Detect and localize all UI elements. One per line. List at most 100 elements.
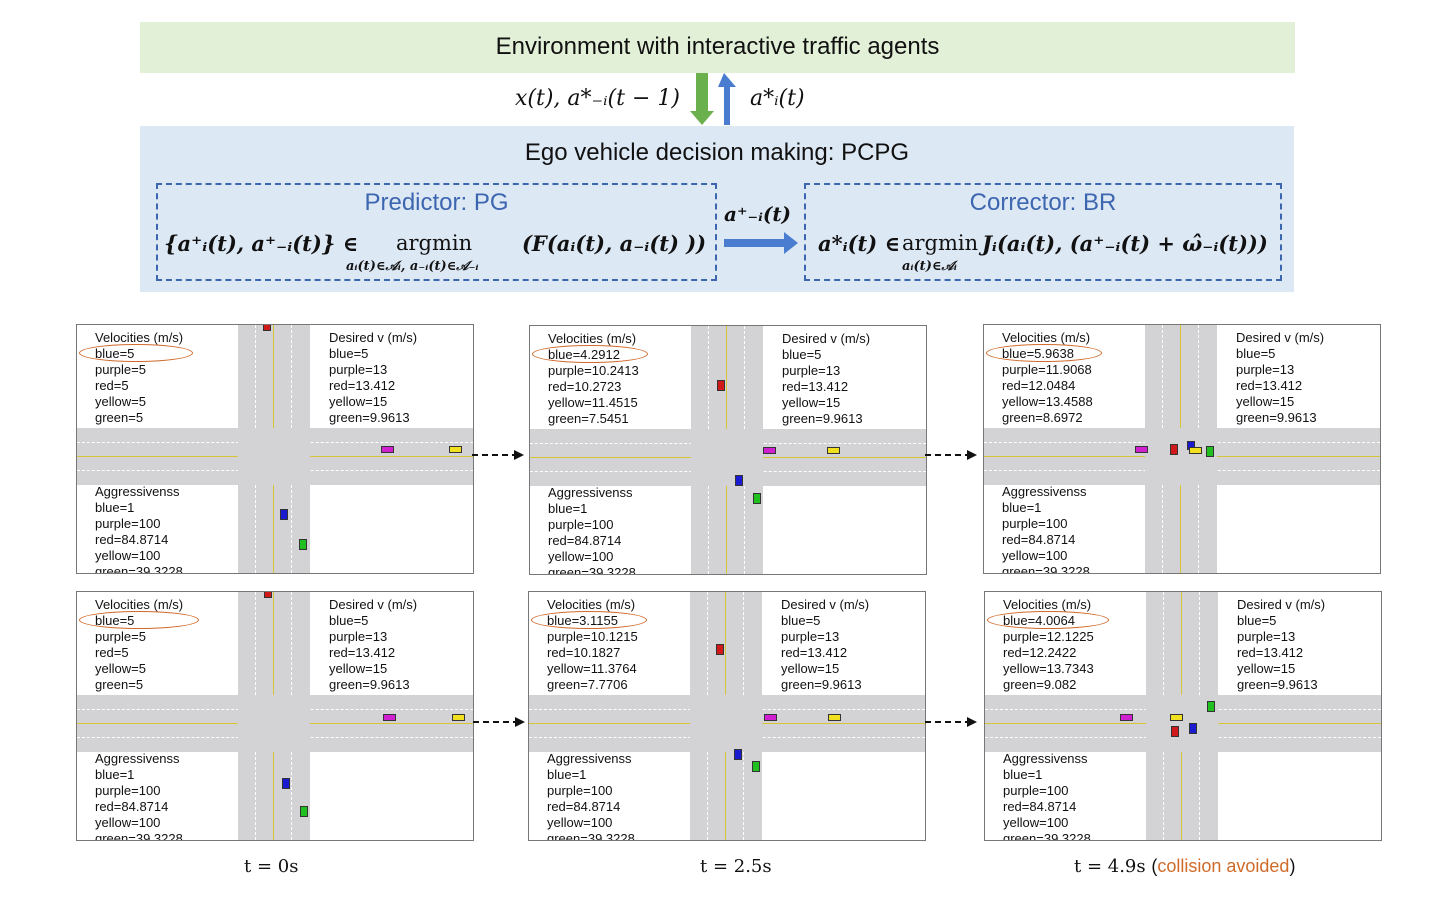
aggressiveness-line: blue=1 <box>1002 500 1042 515</box>
time-arrow-row1-a <box>472 450 524 460</box>
aggressiveness-line: purple=100 <box>95 783 161 798</box>
velocities-line: green=8.6972 <box>1002 410 1083 425</box>
time-arrow-row2-b <box>925 717 977 727</box>
blue-velocity-highlight <box>987 611 1109 629</box>
velocities-line: green=5 <box>95 410 144 425</box>
intersection <box>1145 428 1217 485</box>
velocities-line: purple=12.1225 <box>1003 629 1094 644</box>
desired-velocity-line: green=9.9613 <box>329 410 410 425</box>
predictor-eq-right: (F(aᵢ(t), a₋ᵢ(t) )) <box>522 231 707 256</box>
aggressiveness-line: green=39.3228 <box>95 831 183 841</box>
aggressiveness-line: green=39.3228 <box>548 565 636 575</box>
environment-title: Environment with interactive traffic age… <box>495 33 940 60</box>
intersection <box>1146 695 1218 752</box>
car-blue <box>735 475 743 486</box>
desired-velocity-line: green=9.9613 <box>782 411 863 426</box>
time-arrow-row2-a <box>473 717 525 727</box>
aggressiveness-line: yellow=100 <box>95 548 161 563</box>
desired-velocity-line: Desired v (m/s) <box>1237 597 1326 612</box>
desired-velocity-line: blue=5 <box>781 613 821 628</box>
aggressiveness-line: Aggressivenss <box>1003 751 1088 766</box>
aggressiveness-line: yellow=100 <box>1002 548 1068 563</box>
velocities-line: Velocities (m/s) <box>1003 597 1092 612</box>
desired-velocity-line: blue=5 <box>782 347 822 362</box>
car-red <box>264 592 272 598</box>
car-yellow <box>828 714 841 721</box>
predictor-title: Predictor: PG <box>364 189 509 216</box>
desired-velocity-line: yellow=15 <box>1237 661 1296 676</box>
aggressiveness-line: red=84.8714 <box>95 532 169 547</box>
aggressiveness-line: Aggressivenss <box>547 751 632 766</box>
velocities-line: Velocities (m/s) <box>1002 330 1091 345</box>
velocities-line: red=12.2422 <box>1003 645 1077 660</box>
desired-velocity-line: green=9.9613 <box>1236 410 1317 425</box>
desired-velocity-line: yellow=15 <box>781 661 840 676</box>
car-red <box>716 644 724 655</box>
car-green <box>300 806 308 817</box>
predicted-actions-label: a⁺₋ᵢ(t) <box>724 202 792 226</box>
corrector-box: Corrector: BR a*ᵢ(t) ∈ argmin aᵢ(t)∈𝒜ᵢ J… <box>804 183 1282 281</box>
desired-velocity-line: purple=13 <box>1236 362 1295 377</box>
blue-velocity-highlight <box>79 611 199 629</box>
predictor-subscript: aᵢ(t)∈𝒜ᵢ, a₋ᵢ(t)∈𝒜₋ᵢ <box>346 259 479 274</box>
velocities-line: purple=10.1215 <box>547 629 638 644</box>
velocities-line: purple=10.2413 <box>548 363 639 378</box>
desired-velocity-line: Desired v (m/s) <box>329 330 418 345</box>
aggressiveness-line: red=84.8714 <box>1002 532 1076 547</box>
desired-velocity-line: yellow=15 <box>329 661 388 676</box>
velocities-line: yellow=13.4588 <box>1002 394 1093 409</box>
car-yellow <box>1189 447 1202 454</box>
car-blue <box>282 778 290 789</box>
intersection <box>238 695 310 752</box>
desired-velocity-line: blue=5 <box>1237 613 1277 628</box>
car-yellow <box>449 446 462 453</box>
aggressiveness-line: blue=1 <box>547 767 587 782</box>
aggressiveness-line: red=84.8714 <box>95 799 169 814</box>
intersection <box>691 429 763 486</box>
car-green <box>299 539 307 550</box>
car-red <box>263 325 271 331</box>
aggressiveness-line: Aggressivenss <box>95 484 180 499</box>
desired-velocity-line: red=13.412 <box>329 645 396 660</box>
down-arrow <box>690 73 714 125</box>
desired-velocity-line: yellow=15 <box>329 394 388 409</box>
car-purple <box>381 446 394 453</box>
collision-note: collision avoided <box>1157 856 1290 876</box>
aggressiveness-line: purple=100 <box>95 516 161 531</box>
car-yellow <box>1170 714 1183 721</box>
velocities-line: purple=5 <box>95 629 146 644</box>
desired-velocity-line: Desired v (m/s) <box>1236 330 1325 345</box>
velocities-line: purple=5 <box>95 362 146 377</box>
desired-velocity-line: purple=13 <box>329 362 388 377</box>
car-red <box>1171 726 1179 737</box>
desired-velocity-line: blue=5 <box>1236 346 1276 361</box>
velocities-line: yellow=11.4515 <box>548 395 638 410</box>
aggressiveness-line: Aggressivenss <box>548 485 633 500</box>
aggressiveness-line: green=39.3228 <box>1003 831 1091 841</box>
velocities-line: red=5 <box>95 645 129 660</box>
car-red <box>1170 444 1178 455</box>
predictor-box: Predictor: PG {a⁺ᵢ(t), a⁺₋ᵢ(t)} ∈ argmin… <box>156 183 717 281</box>
aggressiveness-line: red=84.8714 <box>1003 799 1077 814</box>
desired-velocity-line: red=13.412 <box>782 379 849 394</box>
ego-action-label: a*ᵢ(t) <box>750 86 805 111</box>
time-label-0: t = 0s <box>244 856 299 877</box>
velocities-line: Velocities (m/s) <box>548 331 637 346</box>
aggressiveness-line: green=39.3228 <box>95 564 183 574</box>
aggressiveness-line: yellow=100 <box>548 549 614 564</box>
predictor-to-corrector-arrow <box>724 232 798 254</box>
car-purple <box>764 714 777 721</box>
corrector-title: Corrector: BR <box>969 189 1117 216</box>
aggressiveness-line: purple=100 <box>548 517 614 532</box>
corrector-eq-right: Jᵢ(aᵢ(t), (a⁺₋ᵢ(t) + ω̂₋ᵢ(t))) <box>982 231 1268 256</box>
intersection <box>238 428 310 485</box>
car-red <box>717 380 725 391</box>
predictor-eq-left: {a⁺ᵢ(t), a⁺₋ᵢ(t)} ∈ <box>164 231 359 256</box>
car-purple <box>1120 714 1133 721</box>
car-green <box>1207 701 1215 712</box>
velocities-line: Velocities (m/s) <box>547 597 636 612</box>
